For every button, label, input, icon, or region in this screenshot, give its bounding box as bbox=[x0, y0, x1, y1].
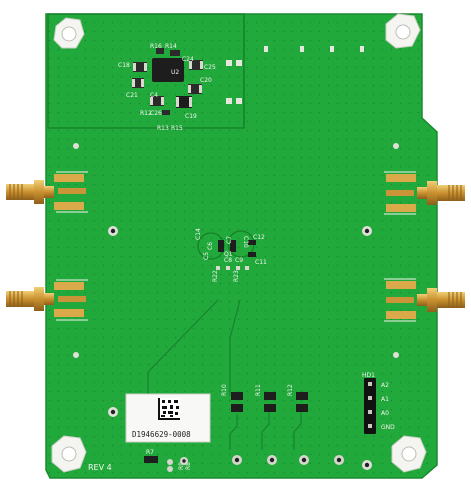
designator-C4: C4 bbox=[150, 92, 158, 99]
designator-C8: C8 bbox=[224, 257, 232, 264]
header-hd1: HD1 A2 A1 A0 GND bbox=[362, 372, 395, 434]
designator-C14: C14 bbox=[195, 228, 202, 240]
designator-R9: R9 bbox=[178, 462, 185, 470]
serial-label: D1946629-0008 bbox=[125, 393, 211, 443]
sma-connector-left-bottom bbox=[6, 282, 86, 317]
shield-outline bbox=[47, 13, 245, 129]
designator-C24: C24 bbox=[182, 56, 194, 63]
serial-number-text: D1946629-0008 bbox=[132, 430, 191, 439]
designator-R12: R12 bbox=[287, 384, 294, 396]
bottom-resistors: R10 R11 R12 bbox=[221, 384, 344, 465]
designator-R15: R15 bbox=[171, 125, 183, 132]
mounting-hole-top-left bbox=[53, 17, 85, 49]
datamatrix-code bbox=[158, 398, 180, 420]
sma-connector-right-top bbox=[386, 174, 465, 212]
designator-R22: R22 bbox=[212, 270, 219, 282]
designator-R7: R7 bbox=[146, 449, 154, 456]
pcb-traces bbox=[147, 299, 302, 450]
designator-R23: R23 bbox=[233, 270, 240, 282]
designator-R16: R16 bbox=[150, 43, 162, 50]
designator-R8: R8 bbox=[185, 462, 192, 470]
top-component-cluster: R16 R14 C24 C18 C25 U2 C20 C21 C4 C19 R1… bbox=[118, 43, 216, 132]
designator-C5: C5 bbox=[203, 252, 210, 260]
designator-C11: C11 bbox=[255, 259, 267, 266]
mounting-hole-bottom-right bbox=[391, 435, 427, 473]
designator-C6: C6 bbox=[207, 242, 214, 250]
sma-connector-right-bottom bbox=[386, 281, 465, 319]
designator-C20: C20 bbox=[200, 77, 212, 84]
designator-R13: R13 bbox=[157, 125, 169, 132]
designator-C12: C12 bbox=[253, 234, 265, 241]
designator-C9: C9 bbox=[235, 257, 243, 264]
designator-R11: R11 bbox=[255, 384, 262, 396]
pcb-board bbox=[45, 13, 438, 479]
designator-Q1: Q1 bbox=[224, 251, 233, 258]
mounting-hole-top-right bbox=[385, 13, 421, 49]
shield-pads bbox=[226, 46, 364, 104]
mounting-holes bbox=[51, 13, 427, 473]
revision-text: REV 4 bbox=[88, 463, 112, 472]
designator-C19: C19 bbox=[185, 113, 197, 120]
connector-silk-outlines bbox=[56, 171, 416, 322]
designator-C18: C18 bbox=[118, 62, 130, 69]
through-hole-pads bbox=[73, 143, 399, 470]
designator-C7: C7 bbox=[226, 236, 233, 244]
designator-C10: C10 bbox=[242, 236, 249, 248]
mounting-hole-bottom-left bbox=[51, 435, 87, 473]
header-label: HD1 bbox=[362, 372, 375, 379]
bottom-left-components: R7 R9 R8 bbox=[144, 449, 192, 472]
sma-connector-left-top bbox=[6, 174, 86, 210]
designator-C26: C26 bbox=[150, 110, 162, 117]
header-pin-a1: A1 bbox=[381, 396, 389, 403]
header-pin-a0: A0 bbox=[381, 410, 389, 417]
middle-component-cluster: C14 C5 C6 C7 C10 C8 C9 C12 C11 R22 R23 Q… bbox=[195, 228, 267, 282]
designator-R10: R10 bbox=[221, 384, 228, 396]
header-pin-a2: A2 bbox=[381, 382, 389, 389]
designator-R14: R14 bbox=[165, 43, 177, 50]
designator-U2: U2 bbox=[171, 69, 179, 76]
designator-R12-top: R12 bbox=[140, 110, 152, 117]
designator-C25: C25 bbox=[204, 64, 216, 71]
header-pin-gnd: GND bbox=[381, 424, 395, 431]
designator-C21: C21 bbox=[126, 92, 138, 99]
